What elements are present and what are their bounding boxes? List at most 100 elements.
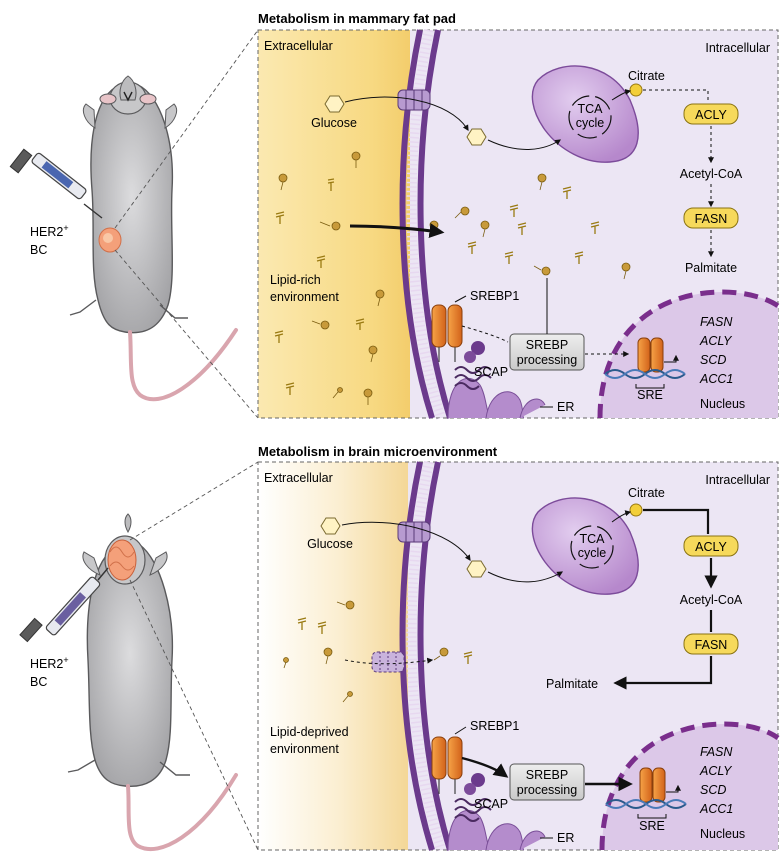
srebp1-label: SREBP1 (470, 719, 519, 733)
intracellular-label: Intracellular (705, 41, 770, 55)
er-label: ER (557, 400, 574, 414)
glucose-to-mito-arrow (487, 571, 564, 583)
scap-protein (454, 341, 492, 390)
glucose-label: Glucose (307, 537, 353, 551)
glucose-uptake-arrow (341, 521, 471, 561)
gene-acc1: ACC1 (699, 372, 733, 386)
scap-protein (454, 773, 492, 822)
lipid-molecules (283, 600, 473, 703)
mouse-illustration (69, 75, 238, 402)
tca-label: TCA (578, 102, 604, 116)
glucose-icon (320, 517, 341, 535)
srebp1-label: SREBP1 (470, 289, 519, 303)
citrate-icon (629, 83, 643, 97)
srebp1-to-processing-arrow (461, 756, 509, 778)
fasn-label: FASN (695, 638, 728, 652)
zoom-line-top (114, 29, 259, 229)
srebp1-to-processing-arrow (461, 325, 509, 343)
nuclear-srebp-dimer (637, 337, 664, 373)
nucleus-label: Nucleus (700, 827, 745, 841)
intracellular-label: Intracellular (705, 473, 770, 487)
sre-label: SRE (639, 819, 665, 833)
glucose-to-mito-arrow (487, 139, 561, 150)
environment-label-line1: Lipid-rich (270, 273, 321, 287)
glucose-icon-intracellular (466, 560, 487, 578)
extracellular-label: Extracellular (264, 39, 333, 53)
nucleus (597, 289, 780, 419)
srebp-processing-label-2: processing (517, 783, 577, 797)
panel-mammary-fat-pad: Metabolism in mammary fat pad HER2+ BC (9, 11, 780, 420)
syringe-icon (19, 567, 109, 643)
endoplasmic-reticulum (447, 809, 546, 851)
palmitate-label: Palmitate (546, 677, 598, 691)
tca-label: TCA (580, 532, 606, 546)
acly-label: ACLY (695, 108, 727, 122)
syringe-icon (9, 148, 103, 219)
citrate-to-acly-arrow (643, 89, 709, 102)
mouse-label-her2: HER2+ (30, 223, 69, 239)
panel-brain-microenvironment: Metabolism in brain microenvironment HER… (19, 444, 780, 852)
extracellular-label: Extracellular (264, 471, 333, 485)
panel-title: Metabolism in mammary fat pad (258, 11, 456, 26)
acly-enzyme-box (683, 103, 739, 125)
gene-acc1: ACC1 (699, 802, 733, 816)
endoplasmic-reticulum (447, 377, 546, 419)
mouse-label-her2: HER2+ (30, 655, 69, 671)
tca-cycle-label: cycle (578, 546, 607, 560)
acetyl-coa-label: Acetyl-CoA (680, 593, 743, 607)
mitochondrion (531, 497, 639, 595)
environment-label-line1: Lipid-deprived (270, 725, 349, 739)
srebp-processing-label-2: processing (517, 353, 577, 367)
lipid-uptake-arrow (349, 223, 445, 239)
mouse-label-bc: BC (30, 243, 47, 257)
plasma-membrane (399, 28, 453, 420)
citrate-label: Citrate (628, 69, 665, 83)
scap-label: SCAP (474, 797, 508, 811)
environment-label-line2: environment (270, 742, 339, 756)
glucose-label: Glucose (311, 116, 357, 130)
gene-fasn: FASN (700, 315, 733, 329)
gene-acly: ACLY (699, 764, 733, 778)
panel-title: Metabolism in brain microenvironment (258, 444, 498, 459)
gene-scd: SCD (700, 783, 726, 797)
mouse-illustration (67, 513, 238, 852)
dna-helix-icon (605, 799, 687, 809)
glucose-uptake-arrow (344, 96, 469, 132)
gene-scd: SCD (700, 353, 726, 367)
nucleus-label: Nucleus (700, 397, 745, 411)
sre-label: SRE (637, 388, 663, 402)
citrate-icon (629, 503, 643, 517)
srebp-processing-box (509, 763, 585, 801)
fasn-enzyme-box (683, 207, 739, 229)
acly-label: ACLY (695, 540, 727, 554)
fasn-to-palmitate-arrow (613, 656, 713, 690)
srebp1-protein (431, 304, 463, 362)
zoom-line-bottom (114, 249, 259, 419)
tca-cycle-label: cycle (576, 116, 605, 130)
citrate-label: Citrate (628, 486, 665, 500)
fasn-label: FASN (695, 212, 728, 226)
environment-label-line2: environment (270, 290, 339, 304)
gene-acly: ACLY (699, 334, 733, 348)
nuclear-srebp-dimer (639, 767, 666, 803)
lipid-transporter (371, 651, 405, 673)
mouse-label-bc: BC (30, 675, 47, 689)
palmitate-label: Palmitate (685, 261, 737, 275)
acetyl-coa-label: Acetyl-CoA (680, 167, 743, 181)
mitochondrion (531, 65, 639, 163)
citrate-to-acly-arrow (643, 508, 710, 534)
glucose-icon-intracellular (466, 128, 487, 146)
lipid-molecules (274, 151, 631, 405)
srebp-processing-label-1: SREBP (526, 768, 568, 782)
acly-enzyme-box (683, 535, 739, 557)
glucose-icon (324, 95, 345, 113)
zoom-line-bottom (129, 579, 259, 851)
srebp1-protein (431, 736, 463, 794)
srebp-processing-label-1: SREBP (526, 338, 568, 352)
gene-fasn: FASN (700, 745, 733, 759)
er-label: ER (557, 831, 574, 845)
scap-label: SCAP (474, 365, 508, 379)
fasn-enzyme-box (683, 633, 739, 655)
dna-helix-icon (604, 369, 686, 379)
